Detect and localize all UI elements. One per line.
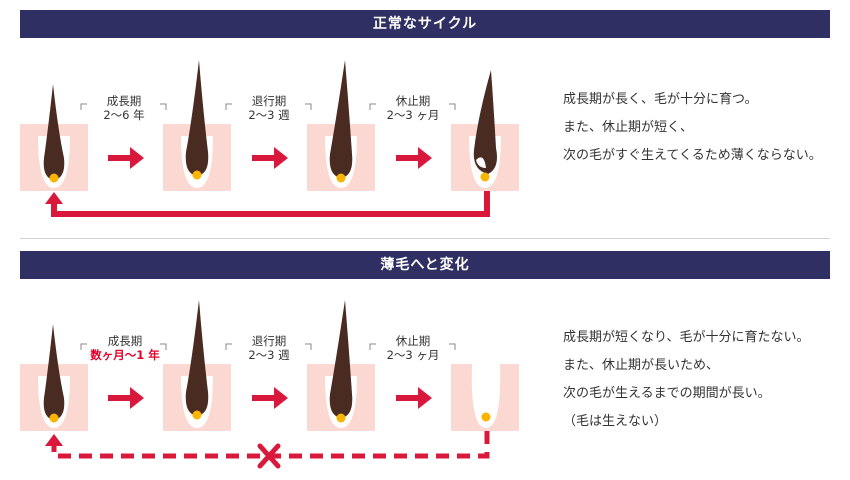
cycle-return-arrow-icon	[45, 191, 490, 217]
stage-label-regression: 退行期 2〜3 週	[234, 94, 304, 122]
hair-follicle-icon	[43, 324, 65, 420]
cross-icon	[257, 443, 281, 469]
hair-root-4	[481, 412, 491, 422]
new-hair-gap	[476, 157, 486, 168]
description-line: また、休止期が短く、	[563, 120, 694, 135]
arrow-right-icon	[396, 387, 432, 409]
hair-root-3	[336, 173, 346, 183]
hair-follicle-icon	[329, 60, 353, 178]
stage-duration: 2〜3 週	[248, 348, 290, 362]
label-brackets	[80, 103, 456, 110]
stage-name: 休止期	[395, 94, 431, 108]
description-line: また、休止期が長いため、	[563, 358, 720, 373]
stage-name: 休止期	[395, 334, 431, 348]
hair-root-4	[480, 172, 490, 182]
stage-name: 成長期	[107, 334, 143, 348]
section-banner-thinning: 薄毛へと変化	[20, 251, 830, 279]
description-line: 次の毛が生えるまでの期間が長い。	[563, 386, 771, 401]
hair-root-3	[336, 413, 346, 423]
section-divider	[20, 238, 830, 239]
hair-follicle-icon	[329, 300, 353, 418]
stage-label-regression: 退行期 2〜3 週	[234, 334, 304, 362]
description-line: 次の毛がすぐ生えてくるため薄くならない。	[563, 148, 822, 163]
thinning-cycle-description: 成長期が短くなり、毛が十分に育たない。 また、休止期が長いため、 次の毛が生える…	[563, 324, 809, 436]
arrow-right-icon	[108, 147, 144, 169]
stage-label-resting: 休止期 2〜3 ヶ月	[378, 334, 448, 362]
stage-name: 退行期	[251, 94, 287, 108]
follicle-pocket-4	[471, 364, 501, 428]
hair-follicle-icon	[185, 300, 209, 416]
stage-name: 成長期	[106, 94, 142, 108]
section-banner-normal: 正常なサイクル	[20, 10, 830, 38]
arrow-right-icon	[252, 387, 288, 409]
thinning-cycle-svg	[20, 300, 519, 469]
stage-name: 退行期	[251, 334, 287, 348]
hair-root-2	[192, 410, 202, 420]
arrow-right-icon	[252, 147, 288, 169]
hair-follicle-icon	[185, 60, 209, 176]
normal-cycle-description: 成長期が長く、毛が十分に育つ。 また、休止期が短く、 次の毛がすぐ生えてくるため…	[563, 86, 822, 170]
thinning-cycle-diagram: 成長期 数ヶ月〜1 年 退行期 2〜3 週 休止期 2〜3 ヶ月	[0, 280, 540, 469]
stage-duration: 2〜6 年	[103, 108, 145, 122]
description-line: 成長期が短くなり、毛が十分に育たない。	[563, 330, 810, 345]
hair-root-1	[49, 413, 59, 423]
hair-root-1	[49, 173, 59, 183]
description-line: （毛は生えない）	[563, 414, 668, 429]
hair-follicle-icon	[473, 70, 497, 174]
description-line: 成長期が長く、毛が十分に育つ。	[563, 92, 758, 107]
hair-root-2	[192, 170, 202, 180]
stage-duration: 2〜3 ヶ月	[386, 108, 440, 122]
stage-duration: 2〜3 ヶ月	[386, 348, 440, 362]
hair-follicle-icon	[43, 84, 65, 180]
arrow-right-icon	[108, 387, 144, 409]
stage-duration: 2〜3 週	[248, 108, 290, 122]
normal-cycle-svg	[20, 60, 519, 217]
stage-label-resting: 休止期 2〜3 ヶ月	[378, 94, 448, 122]
stage-label-growth: 成長期 数ヶ月〜1 年	[86, 334, 164, 362]
label-brackets	[80, 343, 456, 350]
arrow-right-icon	[396, 147, 432, 169]
stage-label-growth: 成長期 2〜6 年	[89, 94, 159, 122]
stage-duration-highlight: 数ヶ月〜1 年	[90, 348, 160, 362]
normal-cycle-diagram: 成長期 2〜6 年 退行期 2〜3 週 休止期 2〜3 ヶ月	[0, 40, 540, 220]
